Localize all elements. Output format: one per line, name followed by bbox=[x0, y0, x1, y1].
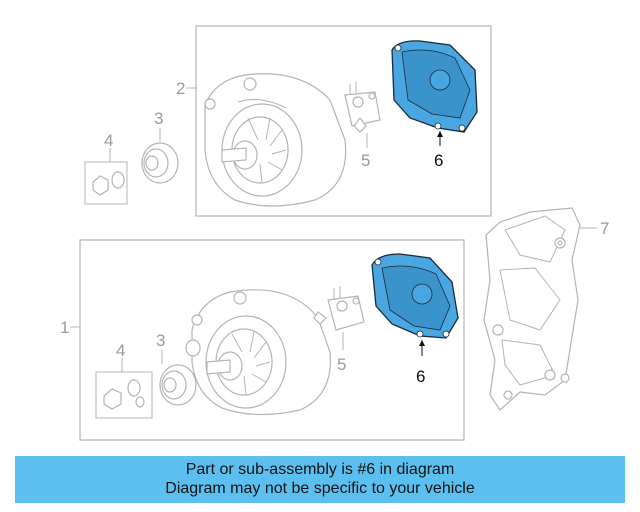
rear-cover-bottom[interactable] bbox=[371, 253, 459, 339]
rear-cover-top[interactable] bbox=[391, 40, 478, 133]
banner-line-1: Part or sub-assembly is #6 in diagram bbox=[185, 461, 455, 478]
callout-5-top[interactable]: 5 bbox=[361, 151, 370, 170]
bracket bbox=[483, 207, 581, 411]
callout-3-bottom[interactable]: 3 bbox=[156, 331, 165, 350]
callout-7[interactable]: 7 bbox=[600, 219, 609, 238]
callout-2[interactable]: 2 bbox=[176, 79, 185, 98]
callout-5-bottom[interactable]: 5 bbox=[337, 355, 346, 374]
callout-3-top[interactable]: 3 bbox=[154, 109, 163, 128]
banner-line-2: Diagram may not be specific to your vehi… bbox=[165, 480, 475, 497]
pulley-bottom bbox=[159, 339, 201, 406]
nut-washer-box-top bbox=[84, 161, 128, 205]
regulator-top bbox=[344, 82, 381, 133]
top-assembly-frame bbox=[195, 25, 492, 217]
callout-6-top[interactable]: 6 bbox=[434, 151, 443, 170]
regulator-bottom bbox=[313, 286, 365, 331]
nut-washer-box-bottom bbox=[95, 371, 153, 419]
alternator-bottom bbox=[191, 289, 332, 416]
info-banner: Part or sub-assembly is #6 in diagram Di… bbox=[15, 456, 625, 503]
bottom-assembly-frame bbox=[79, 239, 465, 441]
alternator-top bbox=[204, 73, 347, 207]
parts-diagram: 2 5 3 4 6 bbox=[60, 25, 609, 441]
pulley-top bbox=[141, 142, 179, 184]
callout-1[interactable]: 1 bbox=[60, 318, 69, 337]
callout-4-top[interactable]: 4 bbox=[104, 131, 113, 150]
callout-4-bottom[interactable]: 4 bbox=[116, 341, 125, 360]
callout-6-bottom[interactable]: 6 bbox=[416, 367, 425, 386]
